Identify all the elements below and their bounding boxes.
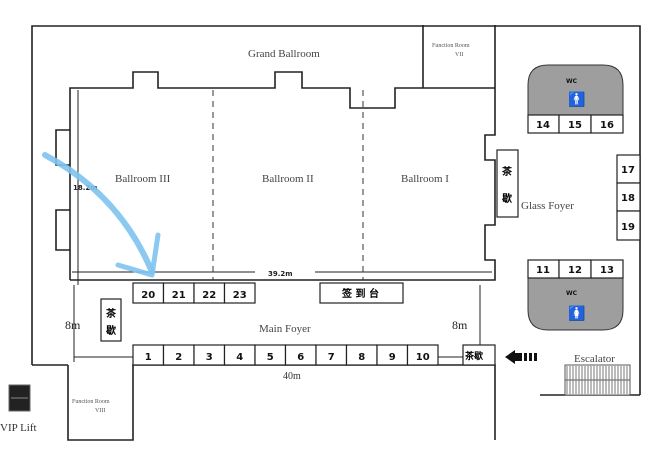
booth-19[interactable]: 19 — [621, 222, 635, 233]
sign-in-desk-label[interactable]: 签 到 台 — [341, 287, 379, 300]
ballroom-wall — [69, 25, 496, 281]
ballroom-ii-label: Ballroom II — [262, 173, 314, 185]
booth-8[interactable]: 8 — [358, 352, 365, 363]
booth-16[interactable]: 16 — [600, 120, 614, 131]
tea-char: 歇 — [105, 324, 116, 337]
foyer-wall — [67, 364, 496, 441]
booth-22[interactable]: 22 — [202, 290, 216, 301]
booth-14[interactable]: 14 — [536, 120, 550, 131]
function-room-vii-number: VII — [455, 52, 463, 58]
left-wall-doors — [55, 129, 70, 251]
vip-lift-label: VIP Lift — [0, 422, 37, 434]
booth-box — [223, 282, 256, 304]
booth-5[interactable]: 5 — [267, 352, 274, 363]
annotation-arrow-icon — [42, 152, 161, 278]
escalator-label: Escalator — [574, 353, 615, 365]
booth-10[interactable]: 10 — [416, 352, 430, 363]
booth-11[interactable]: 11 — [536, 265, 550, 276]
booths-bottom: 1 2 3 4 5 6 7 8 9 10 — [132, 344, 439, 366]
booth-7[interactable]: 7 — [328, 352, 335, 363]
glass-foyer-label: Glass Foyer — [521, 200, 574, 212]
tea-char: 歇 — [501, 192, 512, 205]
booth-box — [406, 344, 439, 366]
function-room-vii-label: Function Room — [432, 43, 470, 49]
entrance-arrow-icon — [505, 350, 537, 364]
tea-break-glass-foyer — [496, 149, 519, 218]
male-icon: 🚹 — [568, 91, 585, 108]
booth-18[interactable]: 18 — [621, 193, 635, 204]
function-room-viii-number: VIII — [95, 408, 105, 414]
tea-char: 茶 — [105, 307, 117, 320]
booth-3[interactable]: 3 — [206, 352, 213, 363]
wc-men — [527, 64, 624, 116]
booths-wc-top: 14 15 16 — [527, 114, 624, 134]
booth-23[interactable]: 23 — [233, 290, 247, 301]
grand-ballroom-label: Grand Ballroom — [248, 48, 320, 60]
ballroom-iii-label: Ballroom III — [115, 173, 171, 185]
length-label: 40m — [283, 371, 301, 382]
depth-label: 18.2m — [73, 184, 98, 192]
wc-label: WC — [566, 290, 578, 297]
female-icon: 🚺 — [568, 305, 585, 322]
booth-21[interactable]: 21 — [172, 290, 186, 301]
booth-1[interactable]: 1 — [145, 352, 152, 363]
ballroom-i-label: Ballroom I — [401, 173, 449, 185]
booth-6[interactable]: 6 — [297, 352, 304, 363]
tea-break-entrance — [462, 344, 496, 366]
sign-in-desk — [319, 282, 404, 304]
booths-side: 17 18 19 — [616, 154, 641, 241]
foyer-left-label: 8m — [65, 318, 81, 332]
main-foyer-label: Main Foyer — [259, 323, 311, 335]
foyer-right-label: 8m — [452, 318, 468, 332]
tea-char: 茶 — [501, 165, 513, 178]
wc-women — [527, 277, 624, 331]
booth-2[interactable]: 2 — [175, 352, 182, 363]
booth-20[interactable]: 20 — [141, 290, 155, 301]
tea-break-label: 茶歇 — [464, 350, 483, 362]
booths-wc-bottom: 11 12 13 — [527, 259, 624, 279]
booths-top: 20 21 22 23 — [132, 282, 256, 304]
booth-9[interactable]: 9 — [389, 352, 396, 363]
function-room-viii-label: Function Room — [72, 399, 110, 405]
vip-lift-icon — [8, 384, 31, 412]
booth-15[interactable]: 15 — [568, 120, 582, 131]
booth-12[interactable]: 12 — [568, 265, 582, 276]
booth-13[interactable]: 13 — [600, 265, 614, 276]
tea-break-main-foyer — [100, 298, 122, 342]
escalator-icon — [564, 364, 631, 396]
booth-17[interactable]: 17 — [621, 165, 635, 176]
wc-label: WC — [566, 78, 578, 85]
booth-4[interactable]: 4 — [236, 352, 243, 363]
width-label: 39.2m — [268, 270, 293, 278]
